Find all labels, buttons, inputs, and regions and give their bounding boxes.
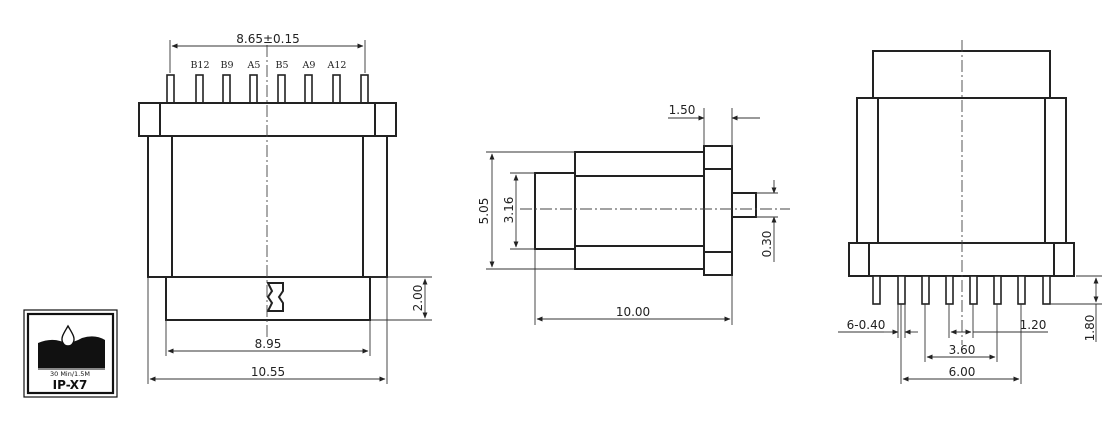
front-latch-notch — [266, 282, 284, 312]
back-body — [856, 97, 1067, 244]
front-dim-outer: 10.55 — [251, 365, 285, 379]
back-flange — [848, 242, 1075, 277]
front-view: 8.65±0.15 B12 B9 A5 B5 A9 A12 2.00 8.95 … — [138, 32, 432, 384]
pin-label-b12: B12 — [190, 60, 209, 71]
back-top-block — [872, 50, 1051, 99]
water-icon — [38, 336, 105, 368]
back-dim-pin-width: 6-0.40 — [847, 318, 886, 332]
pin-label-a5: A5 — [247, 60, 261, 71]
side-plug — [534, 172, 576, 250]
side-dim-flange: 1.50 — [669, 103, 696, 117]
ip-rating-badge: 30 Min/1.5M IP-X7 — [23, 309, 118, 398]
pin-label-a9: A9 — [302, 60, 316, 71]
badge-rating: IP-X7 — [53, 378, 88, 392]
front-top-pins — [166, 74, 369, 105]
pin-label-a12: A12 — [327, 60, 347, 71]
pin-label-b9: B9 — [220, 60, 233, 71]
side-dim-length: 10.00 — [616, 305, 650, 319]
back-dim-span-outer: 6.00 — [949, 365, 976, 379]
side-dim-total-height: 5.05 — [477, 198, 491, 225]
front-dim-top: 8.65±0.15 — [236, 32, 300, 46]
pin-label-b5: B5 — [275, 60, 288, 71]
side-view: 1.50 5.05 3.16 0.30 10.00 — [477, 103, 790, 325]
side-flange — [703, 145, 733, 276]
front-dim-height: 2.00 — [411, 285, 425, 312]
back-view: 1.80 6-0.40 1.20 3.60 6.00 — [838, 40, 1102, 384]
side-body — [574, 151, 705, 270]
badge-small-text: 30 Min/1.5M — [50, 370, 90, 378]
back-dim-pin-length: 1.80 — [1083, 315, 1097, 342]
side-pin — [731, 192, 757, 218]
front-dim-inner: 8.95 — [255, 337, 282, 351]
back-dim-pitch: 1.20 — [1020, 318, 1047, 332]
back-dim-span-inner: 3.60 — [949, 343, 976, 357]
back-bottom-pins — [872, 275, 1051, 305]
front-body — [147, 135, 388, 278]
side-dim-pin: 0.30 — [760, 231, 774, 258]
front-flange — [138, 102, 397, 137]
droplet-icon — [61, 324, 75, 347]
side-dim-plug-height: 3.16 — [502, 197, 516, 224]
